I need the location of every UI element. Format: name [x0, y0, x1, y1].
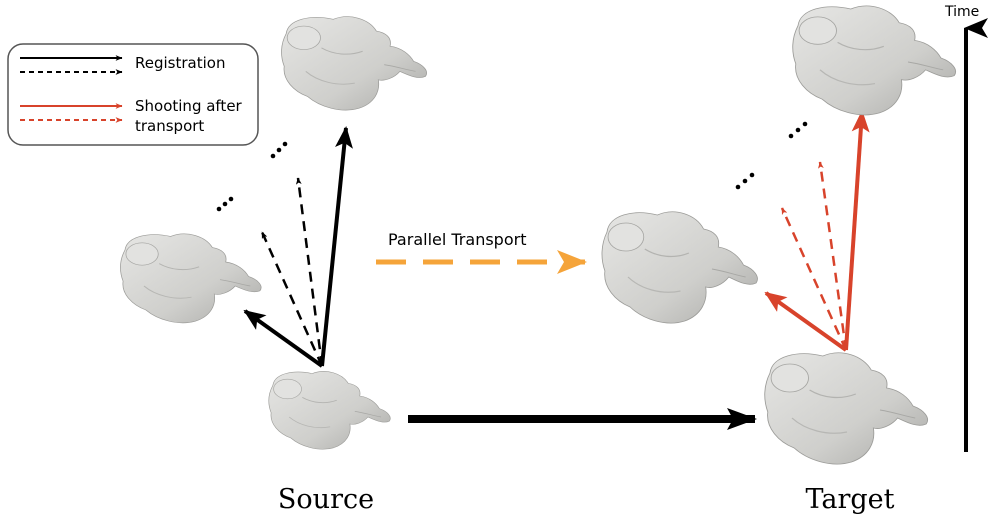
target-label: Target [805, 484, 894, 515]
shooting-arrow-dashed-2 [817, 161, 848, 351]
time-label: Time [944, 4, 979, 20]
legend-box [7, 43, 259, 146]
shooting-arrow-solid-top [844, 110, 870, 351]
heart-mesh-icon [119, 233, 262, 324]
heart-mesh-icon [601, 211, 759, 324]
legend: Registration Shooting after transport [7, 43, 259, 146]
legend-registration-label: Registration [135, 54, 225, 72]
legend-shooting-label-line1: Shooting after [135, 97, 243, 115]
heart-mesh-icon [280, 16, 428, 111]
source-label: Source [278, 484, 374, 515]
parallel-transport-label: Parallel Transport [388, 230, 526, 249]
ellipsis-dots-icon [788, 121, 808, 139]
registration-arrow-solid-top [320, 126, 353, 367]
registration-arrow-dashed-2 [295, 177, 324, 367]
ellipsis-dots-icon [270, 141, 288, 159]
heart-mesh-icon [764, 352, 929, 465]
ellipsis-dots-icon [216, 196, 234, 212]
source-registration-arrows [243, 126, 353, 368]
legend-shooting-label-line2: transport [135, 117, 204, 135]
target-shooting-arrows [764, 110, 870, 352]
heart-mesh-icon [792, 5, 957, 116]
shooting-arrow-solid-left [764, 291, 848, 352]
registration-arrow-dashed-1 [260, 231, 324, 367]
shooting-arrow-dashed-1 [780, 207, 848, 351]
heart-mesh-icon [268, 370, 391, 450]
ellipsis-dots-icon [735, 172, 755, 190]
registration-arrow-solid-left [243, 309, 324, 368]
